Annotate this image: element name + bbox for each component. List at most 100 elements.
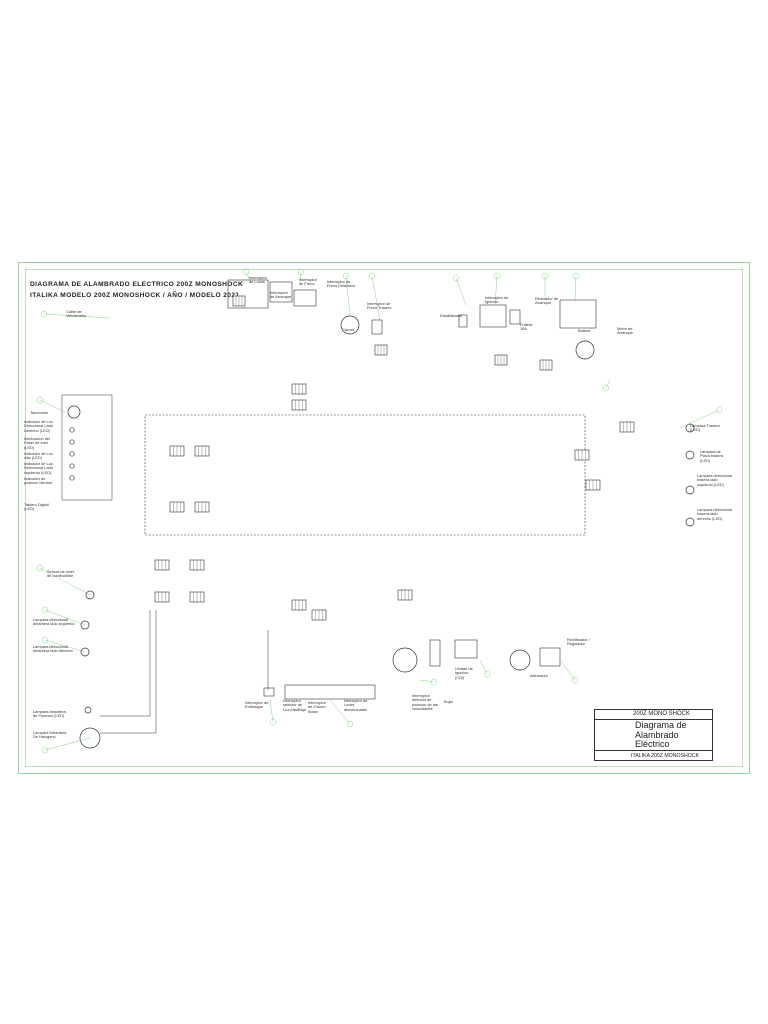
leader-line: [44, 639, 86, 653]
label-estabilizador: Estabilizador: [440, 313, 463, 318]
label-lampara-dir-tras-izq: Lampara direccional trasera lado izquier…: [697, 473, 733, 487]
title-block: 200Z MONO SHOCK Diagrama de Alambrado El…: [594, 709, 713, 761]
switch-arranque: [269, 281, 293, 303]
label-lampara-posicion: Lampara delantera de Posicion (LED): [33, 709, 66, 719]
leader-line: [44, 609, 86, 626]
label-cable-velocimetro: Cable de Velocimetro: [66, 309, 87, 319]
leader-line: [269, 699, 274, 723]
label-indicador-der: Indicador de Luz Direccional Lado Derech…: [24, 419, 53, 433]
leader-bubble: [41, 606, 49, 614]
title-block-line-3: Eléctrico: [635, 739, 670, 749]
label-tacometro: Tacometro: [30, 410, 49, 415]
label-lampara-trasera: Lampara Trasera (LED): [690, 423, 720, 433]
label-interruptor-selector-luz: Interruptor selector de Luz Alta/Baja: [283, 698, 306, 712]
label-unidad-cdi: Unidad de Ignicion (CDI): [455, 666, 473, 680]
label-sensor-nivel: Sensor de nivel de combustible: [47, 569, 74, 579]
leader-bubble: [41, 746, 49, 754]
leader-line: [43, 313, 111, 319]
label-indicador-izq: Indicador de Luz Direccional Lado Izquie…: [24, 461, 53, 475]
leader-bubble: [342, 272, 350, 280]
leader-bubble: [452, 274, 460, 282]
stabilizer: [458, 314, 468, 328]
title-block-model: 200Z MONO SHOCK: [595, 710, 712, 720]
label-indicador-alta: Indicador de Luz Alta (LED): [24, 451, 53, 461]
label-relevador-arranque: Relevador de Arranque: [535, 296, 559, 306]
leader-line: [455, 277, 467, 306]
leader-bubble: [368, 272, 376, 280]
label-lampara-placa: Lampara de Placa trasera (LED): [700, 449, 723, 463]
switch-luces: [227, 279, 269, 309]
handlebar-switch-block: [284, 684, 376, 700]
leader-line: [679, 409, 720, 429]
diagram-title: DIAGRAMA DE ALAMBRADO ELECTRICO 200Z MON…: [30, 281, 244, 288]
leader-bubble: [602, 384, 610, 392]
leader-line: [245, 271, 251, 281]
label-interruptor-embrague: Interruptor de Embrague: [245, 700, 269, 710]
leader-bubble: [541, 272, 549, 280]
leader-line: [44, 737, 91, 751]
label-interruptor-freno: Interruptor de Freno: [299, 277, 317, 287]
leader-line: [299, 271, 302, 281]
switch-ignicion: [479, 304, 507, 328]
headlamp-wire-2: [100, 610, 157, 734]
switch-freno: [293, 289, 317, 307]
leader-bubble: [40, 310, 48, 318]
leader-bubble: [715, 406, 723, 414]
starter-motor: [575, 340, 595, 360]
drawing-frame: [18, 262, 750, 774]
neutral-switch: [392, 647, 418, 673]
leader-line: [494, 275, 498, 306]
leader-bubble: [36, 564, 44, 572]
leader-line: [479, 659, 488, 675]
label-indicador-neutral: Indicador de posicion Neutral: [24, 476, 52, 486]
battery-relay-block: [559, 299, 597, 329]
label-lampara-delantera: Lampara Delantera De Halogeno: [33, 730, 67, 740]
label-interruptor-arranque: Interruptor de Arranque: [270, 290, 292, 300]
indicator-lamp: [69, 451, 75, 457]
leader-bubble: [269, 718, 277, 726]
chassis-outline: [144, 414, 586, 536]
leader-bubble: [483, 670, 491, 678]
indicator-lamp: [69, 463, 75, 469]
label-motor-arranque: Motor de Arranque: [617, 326, 634, 336]
label-lampara-dir-del-izq: Lampara direccional delantera lado izqui…: [33, 617, 75, 627]
leader-line: [329, 699, 351, 725]
leader-bubble: [297, 268, 305, 276]
leader-line: [39, 567, 91, 596]
leader-line: [345, 275, 351, 317]
label-interruptor-direccionales: Interruptor de Luces direccionales: [344, 698, 368, 712]
headlamp-wire: [100, 610, 151, 717]
rear-lamp: [685, 450, 695, 460]
leader-bubble: [572, 272, 580, 280]
position-lamp: [84, 706, 92, 714]
label-interruptor-freno-tras: Interruptor de Freno Trasero: [367, 301, 392, 311]
label-alternador: Alternador: [530, 673, 548, 678]
leader-line: [559, 659, 576, 681]
leader-bubble: [346, 720, 354, 728]
label-claxon: Claxon: [342, 327, 355, 332]
leader-bubble: [242, 268, 250, 276]
alternator: [509, 649, 531, 671]
diagram-subtitle: ITALIKA MODELO 200Z MONOSHOCK / AÑO / MO…: [30, 292, 240, 299]
label-rectificador: Rectificador / Regulador: [567, 637, 590, 647]
indicator-lamp: [69, 439, 75, 445]
cdi-unit: [454, 639, 478, 659]
instrument-panel: [61, 394, 113, 501]
label-interruptor-luces: Interruptor de Luces: [249, 275, 267, 285]
spark-plug: [429, 639, 441, 667]
label-bujia: Bujia: [444, 699, 453, 704]
leader-bubble: [571, 676, 579, 684]
leader-line: [605, 379, 611, 389]
label-interruptor-claxon: Interruptor de Claxon Botón: [308, 700, 326, 714]
label-lampara-dir-tras-der: Lampara direccional trasera lado derecho…: [697, 507, 733, 521]
rear-lamp: [685, 517, 695, 527]
leader-bubble: [430, 678, 438, 686]
leader-line: [574, 275, 577, 301]
fuse: [509, 309, 521, 325]
title-block-footer: ITALIKA 200Z MONOSHOCK: [631, 753, 699, 759]
indicator-lamp: [69, 475, 75, 481]
label-interruptor-ignicion: Interruptor de Ignicion: [485, 295, 509, 305]
rear-lamp: [685, 423, 695, 433]
label-iluminacion-panel: Iluminacion del Panel de Instr. (LED): [24, 436, 50, 450]
